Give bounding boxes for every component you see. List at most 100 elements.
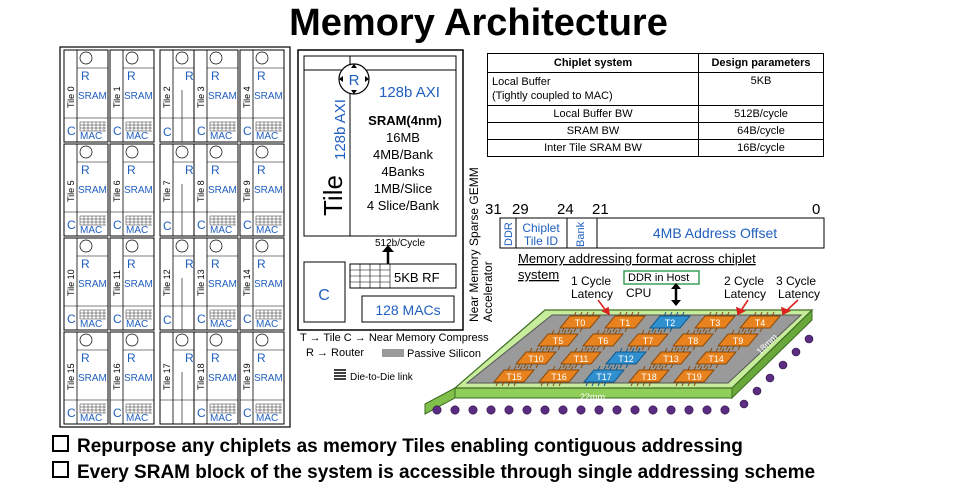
router-label: R bbox=[81, 257, 90, 271]
chiplet-label: T19 bbox=[686, 372, 702, 382]
solder-bump bbox=[765, 373, 775, 383]
router-icon bbox=[255, 145, 269, 159]
table-header: Chiplet system bbox=[487, 53, 699, 73]
chiplet-label: T2 bbox=[665, 318, 676, 328]
compress-label: C bbox=[243, 218, 252, 232]
mac-array-hatch bbox=[255, 403, 282, 414]
tile-label: Tile 13 bbox=[196, 269, 206, 296]
router-label: R bbox=[185, 351, 194, 365]
router-icon bbox=[79, 239, 93, 253]
solder-bump bbox=[576, 405, 586, 415]
router-icon bbox=[125, 239, 139, 253]
chiplet-label: T11 bbox=[574, 354, 589, 364]
tile-label: Tile 18 bbox=[196, 363, 206, 390]
router-icon bbox=[79, 51, 93, 65]
row-value: 16B/cycle bbox=[698, 139, 824, 157]
router-label: R bbox=[127, 69, 136, 83]
router-label: R bbox=[211, 69, 220, 83]
router-label: R bbox=[185, 163, 194, 177]
row-label: SRAM BW bbox=[487, 122, 699, 140]
chiplet: T2 bbox=[648, 311, 692, 333]
cpu-label: CPU bbox=[626, 286, 651, 300]
sram-spec-line: 1MB/Slice bbox=[374, 181, 433, 196]
mac-label: MAC bbox=[210, 225, 232, 236]
router-icon bbox=[175, 145, 189, 159]
solder-bump bbox=[504, 405, 514, 415]
compress-label: C bbox=[163, 313, 172, 327]
solder-bump bbox=[739, 399, 749, 409]
router-icon bbox=[79, 333, 93, 347]
sram-label: SRAM bbox=[78, 91, 107, 102]
tile-label: Tile 8 bbox=[196, 180, 206, 202]
mac-label: MAC bbox=[80, 225, 102, 236]
tile-label: Tile 10 bbox=[66, 269, 76, 296]
mac-array-hatch bbox=[255, 121, 282, 132]
mac-array-hatch bbox=[125, 215, 152, 226]
tile-id-field: Tile ID bbox=[524, 234, 559, 248]
mac-label: MAC bbox=[256, 413, 278, 424]
table-row: Inter Tile SRAM BW 16B/cycle bbox=[487, 139, 824, 157]
legend-d2d: Die-to-Die link bbox=[350, 372, 414, 383]
solder-bump bbox=[630, 405, 640, 415]
compress-block bbox=[303, 261, 346, 323]
chiplet: T12 bbox=[604, 347, 648, 369]
chiplet: T16 bbox=[537, 365, 581, 387]
mac-array-hatch bbox=[209, 309, 236, 320]
bump-row bbox=[432, 334, 814, 415]
mac-array-hatch bbox=[255, 309, 282, 320]
compress-label: C bbox=[113, 406, 122, 420]
bit-0: 0 bbox=[812, 201, 820, 218]
tile-label: Tile 14 bbox=[242, 269, 252, 296]
compress-label: C bbox=[67, 124, 76, 138]
chiplet-label: T4 bbox=[755, 318, 766, 328]
chiplet: T3 bbox=[693, 311, 737, 333]
chiplet-label: T3 bbox=[710, 318, 721, 328]
sram-label: SRAM bbox=[124, 279, 153, 290]
mac-label: MAC bbox=[256, 319, 278, 330]
mac-array-hatch bbox=[255, 215, 282, 226]
compress-label: C bbox=[113, 124, 122, 138]
chiplet-label: T14 bbox=[708, 354, 724, 364]
chiplet: T4 bbox=[738, 311, 782, 333]
bullet-text: Repurpose any chiplets as memory Tiles e… bbox=[77, 436, 743, 457]
accelerator-label-2: Accelerator bbox=[481, 261, 492, 322]
solder-bump bbox=[666, 405, 676, 415]
tile-label: Tile 12 bbox=[162, 269, 172, 296]
chiplet-label: T18 bbox=[641, 372, 657, 382]
router-icon bbox=[338, 63, 370, 95]
table-row: Local Buffer BW 512B/cycle bbox=[487, 105, 824, 123]
solder-bump bbox=[804, 334, 814, 344]
bit-29: 29 bbox=[512, 201, 529, 218]
latency-1-sub: Latency bbox=[571, 287, 613, 301]
solder-bump bbox=[752, 386, 762, 396]
router-label: R bbox=[81, 69, 90, 83]
cpu-arrow bbox=[671, 283, 681, 306]
router-icon bbox=[209, 239, 223, 253]
tile-label: Tile 17 bbox=[162, 363, 172, 390]
compress-label: C bbox=[67, 312, 76, 326]
row-value: 5KB bbox=[698, 72, 824, 106]
bit-24: 24 bbox=[557, 201, 574, 218]
bullet-text: Every SRAM block of the system is access… bbox=[77, 462, 816, 483]
tile-label: Tile 2 bbox=[162, 86, 172, 108]
chiplet-label: T9 bbox=[733, 336, 744, 346]
chiplet: T13 bbox=[649, 347, 693, 369]
latency-1-label: 1 Cycle bbox=[571, 274, 611, 288]
solder-bump bbox=[684, 405, 694, 415]
tile-label: Tile 9 bbox=[242, 180, 252, 202]
chiplet-label: T1 bbox=[620, 318, 631, 328]
table-row: Local Buffer (Tightly coupled to MAC) 5K… bbox=[487, 72, 824, 106]
sram-label: SRAM bbox=[78, 373, 107, 384]
chiplet-label: T17 bbox=[596, 372, 612, 382]
router-label: R bbox=[185, 69, 194, 83]
sram-label: SRAM bbox=[208, 91, 237, 102]
router-icon bbox=[125, 51, 139, 65]
solder-bump bbox=[486, 405, 496, 415]
router-icon bbox=[255, 333, 269, 347]
latency-arrows bbox=[597, 299, 799, 316]
